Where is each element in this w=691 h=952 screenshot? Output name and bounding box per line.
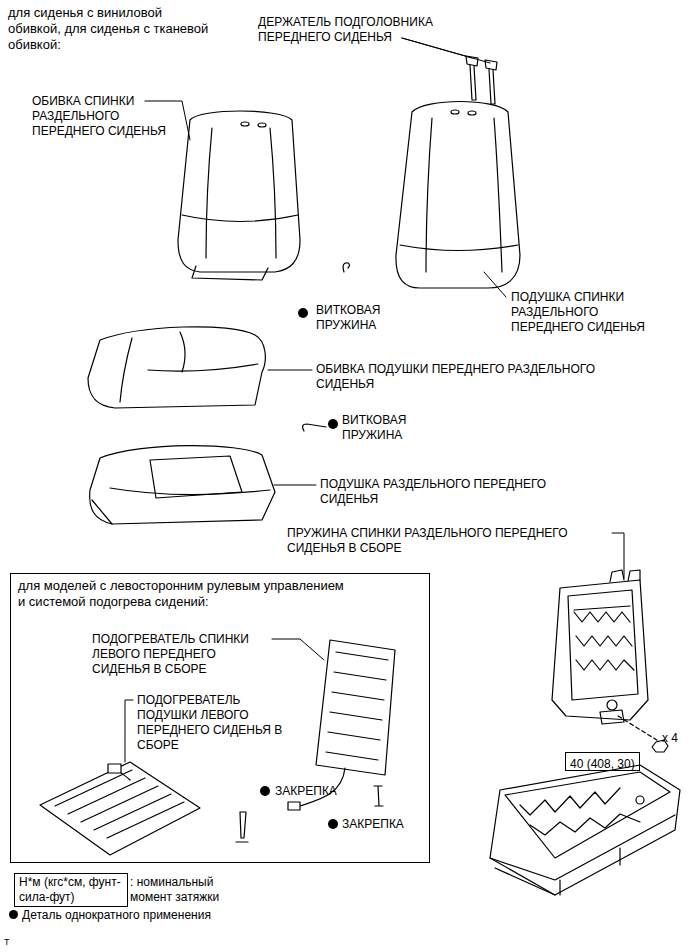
legend-unit-box: Н*м (кгс*см, фунт-сила-фут) — [14, 873, 128, 907]
part-label: ВИТКОВАЯ ПРУЖИНА — [342, 413, 437, 443]
part-label: ДЕРЖАТЕЛЬ ПОДГОЛОВНИКА ПЕРЕДНЕГО СИДЕНЬЯ — [258, 15, 458, 45]
note-text: для сиденья с виниловой обивкой, для сид… — [8, 5, 218, 53]
legend-text: Деталь однократного применения — [22, 908, 282, 923]
part-label: ПОДУШКА РАЗДЕЛЬНОГО ПЕРЕДНЕГО СИДЕНЬЯ — [320, 477, 570, 507]
part-label: ОБИВКА ПОДУШКИ ПЕРЕДНЕГО РАЗДЕЛЬНОГО СИД… — [316, 362, 636, 392]
bolt-guide — [618, 716, 660, 742]
one-time-use-dot — [9, 910, 18, 919]
seatback-frame — [552, 570, 648, 724]
part-label: ЗАКРЕПКА — [275, 784, 365, 799]
cushion-cover — [88, 327, 265, 408]
legend-text: : номинальный момент затяжки — [130, 875, 255, 905]
torque-box: 40 (408, 30) — [565, 752, 640, 771]
coil-spring — [343, 263, 349, 272]
cushion-heater — [40, 762, 200, 855]
part-label: ЗАКРЕПКА — [342, 817, 432, 832]
part-label: ПРУЖИНА СПИНКИ РАЗДЕЛЬНОГО ПЕРЕДНЕГО СИД… — [287, 526, 607, 556]
part-label: ПОДОГРЕВАТЕЛЬ ПОДУШКИ ЛЕВОГО ПЕРЕДНЕГО С… — [137, 693, 295, 753]
quantity-label: x 4 — [662, 731, 688, 746]
seat-frame — [490, 765, 680, 895]
box-text: 40 (408, 30) — [570, 757, 635, 772]
figure-code: T — [4, 936, 24, 948]
part-label: ПОДОГРЕВАТЕЛЬ СПИНКИ ЛЕВОГО ПЕРЕДНЕГО СИ… — [92, 632, 267, 677]
clip — [374, 786, 383, 806]
headrest-holder — [466, 56, 497, 104]
part-label: ВИТКОВАЯ ПРУЖИНА — [316, 303, 411, 333]
clip — [236, 812, 248, 842]
backrest-cover — [178, 111, 300, 280]
part-label: ПОДУШКА СПИНКИ РАЗДЕЛЬНОГО ПЕРЕДНЕГО СИД… — [511, 290, 661, 335]
box-text: Н*м (кгс*см, фунт-сила-фут) — [19, 875, 123, 905]
cushion-pad — [90, 446, 275, 524]
backrest-pad — [396, 102, 520, 289]
part-label: ОБИВКА СПИНКИ РАЗДЕЛЬНОГО ПЕРЕДНЕГО СИДЕ… — [32, 94, 182, 139]
coil-spring — [303, 424, 326, 431]
box-text: для моделей с левосторонним рулевым упра… — [18, 578, 348, 610]
